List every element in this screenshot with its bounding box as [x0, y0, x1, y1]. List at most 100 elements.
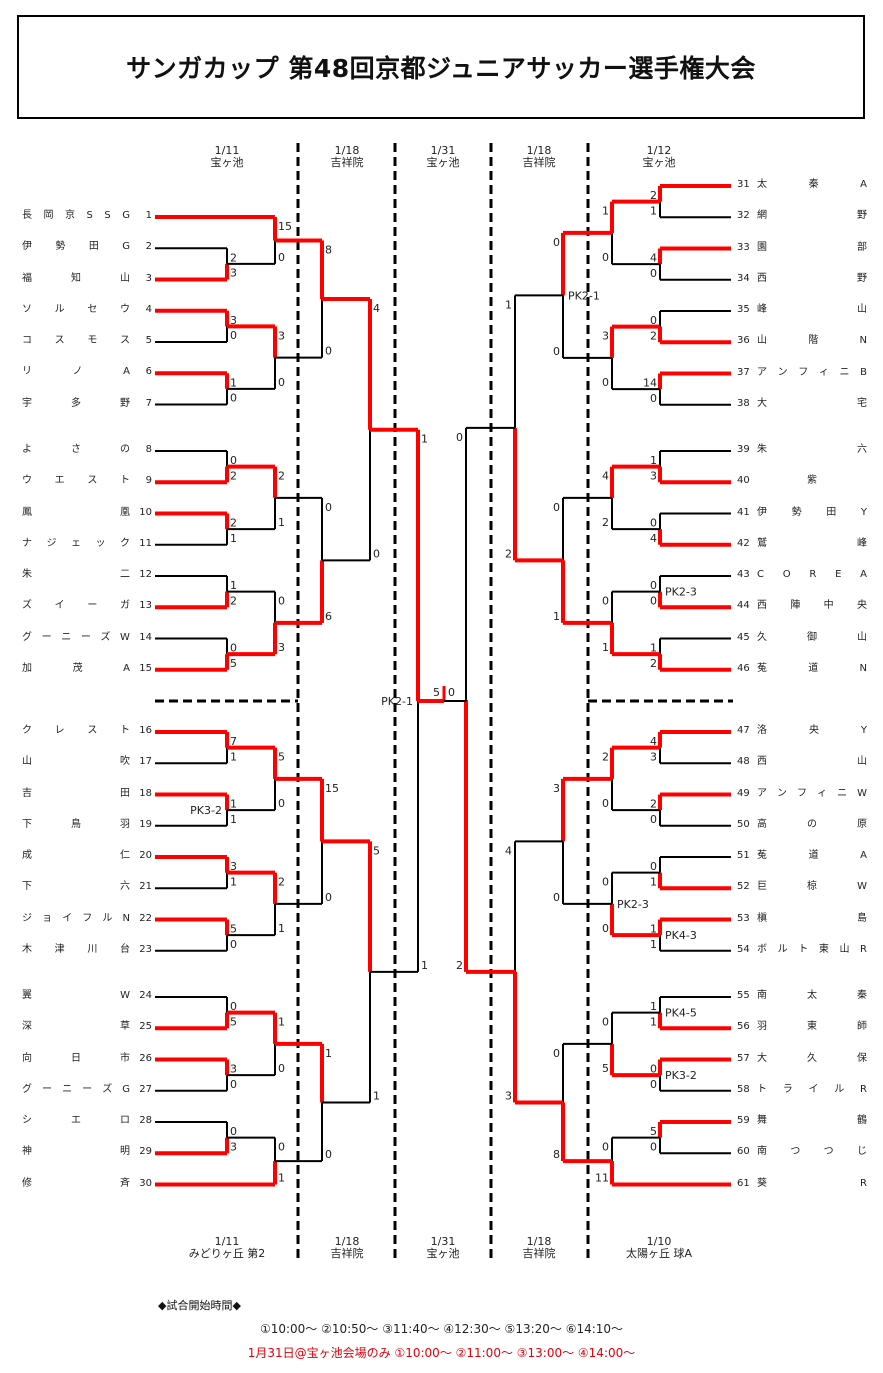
round-venue: 吉祥院: [330, 1247, 364, 1260]
team-number: 57: [737, 1052, 750, 1064]
team-number: 32: [737, 210, 750, 222]
team-number: 58: [737, 1083, 750, 1095]
round-date: 1/18: [526, 1235, 552, 1248]
score-label: 0: [230, 454, 237, 467]
score-label: 0: [650, 1078, 657, 1091]
score-label: 2: [456, 959, 463, 972]
round-date: 1/12: [646, 144, 672, 157]
team-number: 5: [145, 335, 152, 346]
team-number: 18: [139, 787, 152, 799]
score-label: 1: [230, 813, 237, 826]
team-number: 45: [737, 631, 750, 643]
team-number: 7: [145, 397, 152, 409]
score-label: 0: [325, 501, 332, 514]
round-venue: 吉祥院: [522, 156, 556, 169]
team-number: 23: [139, 943, 152, 955]
score-label: 1: [650, 1015, 657, 1028]
score-label: 0: [553, 236, 560, 249]
team-number: 50: [737, 818, 750, 830]
team-name: 槇島: [757, 912, 867, 924]
score-label: 1: [278, 516, 285, 529]
score-label: 1: [602, 641, 609, 654]
score-label: 1: [553, 610, 560, 623]
score-label: 0: [278, 595, 285, 608]
score-label: 8: [325, 243, 332, 256]
team-name: ウエスト: [22, 475, 130, 487]
score-label: 11: [595, 1172, 609, 1185]
team-name: 鳳凰: [22, 506, 130, 518]
score-label: 8: [553, 1148, 560, 1161]
pk-result: PK4-3: [665, 929, 697, 942]
round-venue: 太陽ヶ丘 球A: [625, 1247, 693, 1260]
team-number: 38: [737, 397, 750, 409]
team-number: 22: [139, 912, 152, 924]
team-number: 6: [145, 366, 152, 378]
score-label: 0: [553, 501, 560, 514]
score-label: 0: [650, 860, 657, 873]
score-label: 2: [230, 594, 237, 607]
team-number: 33: [737, 241, 750, 253]
pk-result: PK2-3: [617, 898, 649, 911]
score-label: 5: [230, 923, 237, 936]
team-number: 46: [737, 662, 750, 674]
score-label: 1: [650, 875, 657, 888]
team-number: 31: [737, 179, 750, 190]
score-label: 0: [278, 1141, 285, 1154]
score-label: 3: [230, 860, 237, 873]
team-number: 43: [737, 569, 750, 580]
team-name: 峰山: [757, 304, 867, 315]
round-date: 1/18: [334, 144, 360, 157]
team-number: 55: [737, 990, 750, 1001]
team-name: ズイーガ: [22, 600, 130, 612]
score-label: 2: [650, 798, 657, 811]
team-number: 54: [737, 943, 750, 955]
team-name: 下六: [22, 881, 130, 893]
score-label: 0: [553, 345, 560, 358]
team-name: 朱二: [22, 569, 130, 580]
score-label: 2: [278, 876, 285, 889]
score-label: 15: [278, 220, 292, 233]
pk-result: PK2-3: [665, 586, 697, 599]
round-date: 1/18: [526, 144, 552, 157]
team-number: 1: [145, 210, 152, 221]
score-label: 0: [650, 813, 657, 826]
score-label: 3: [278, 641, 285, 654]
team-number: 8: [145, 444, 152, 455]
team-name: クレスト: [22, 725, 130, 736]
team-number: 59: [737, 1115, 750, 1126]
score-label: 1: [650, 1000, 657, 1013]
score-label: 6: [325, 610, 332, 623]
team-number: 61: [737, 1177, 750, 1189]
team-name: 向日市: [22, 1052, 130, 1064]
score-label: 0: [602, 251, 609, 264]
score-label: 4: [650, 735, 657, 748]
team-name: 神明: [22, 1146, 130, 1158]
score-label: 5: [650, 1125, 657, 1138]
team-number: 52: [737, 881, 750, 893]
team-name: 紫: [807, 475, 817, 487]
